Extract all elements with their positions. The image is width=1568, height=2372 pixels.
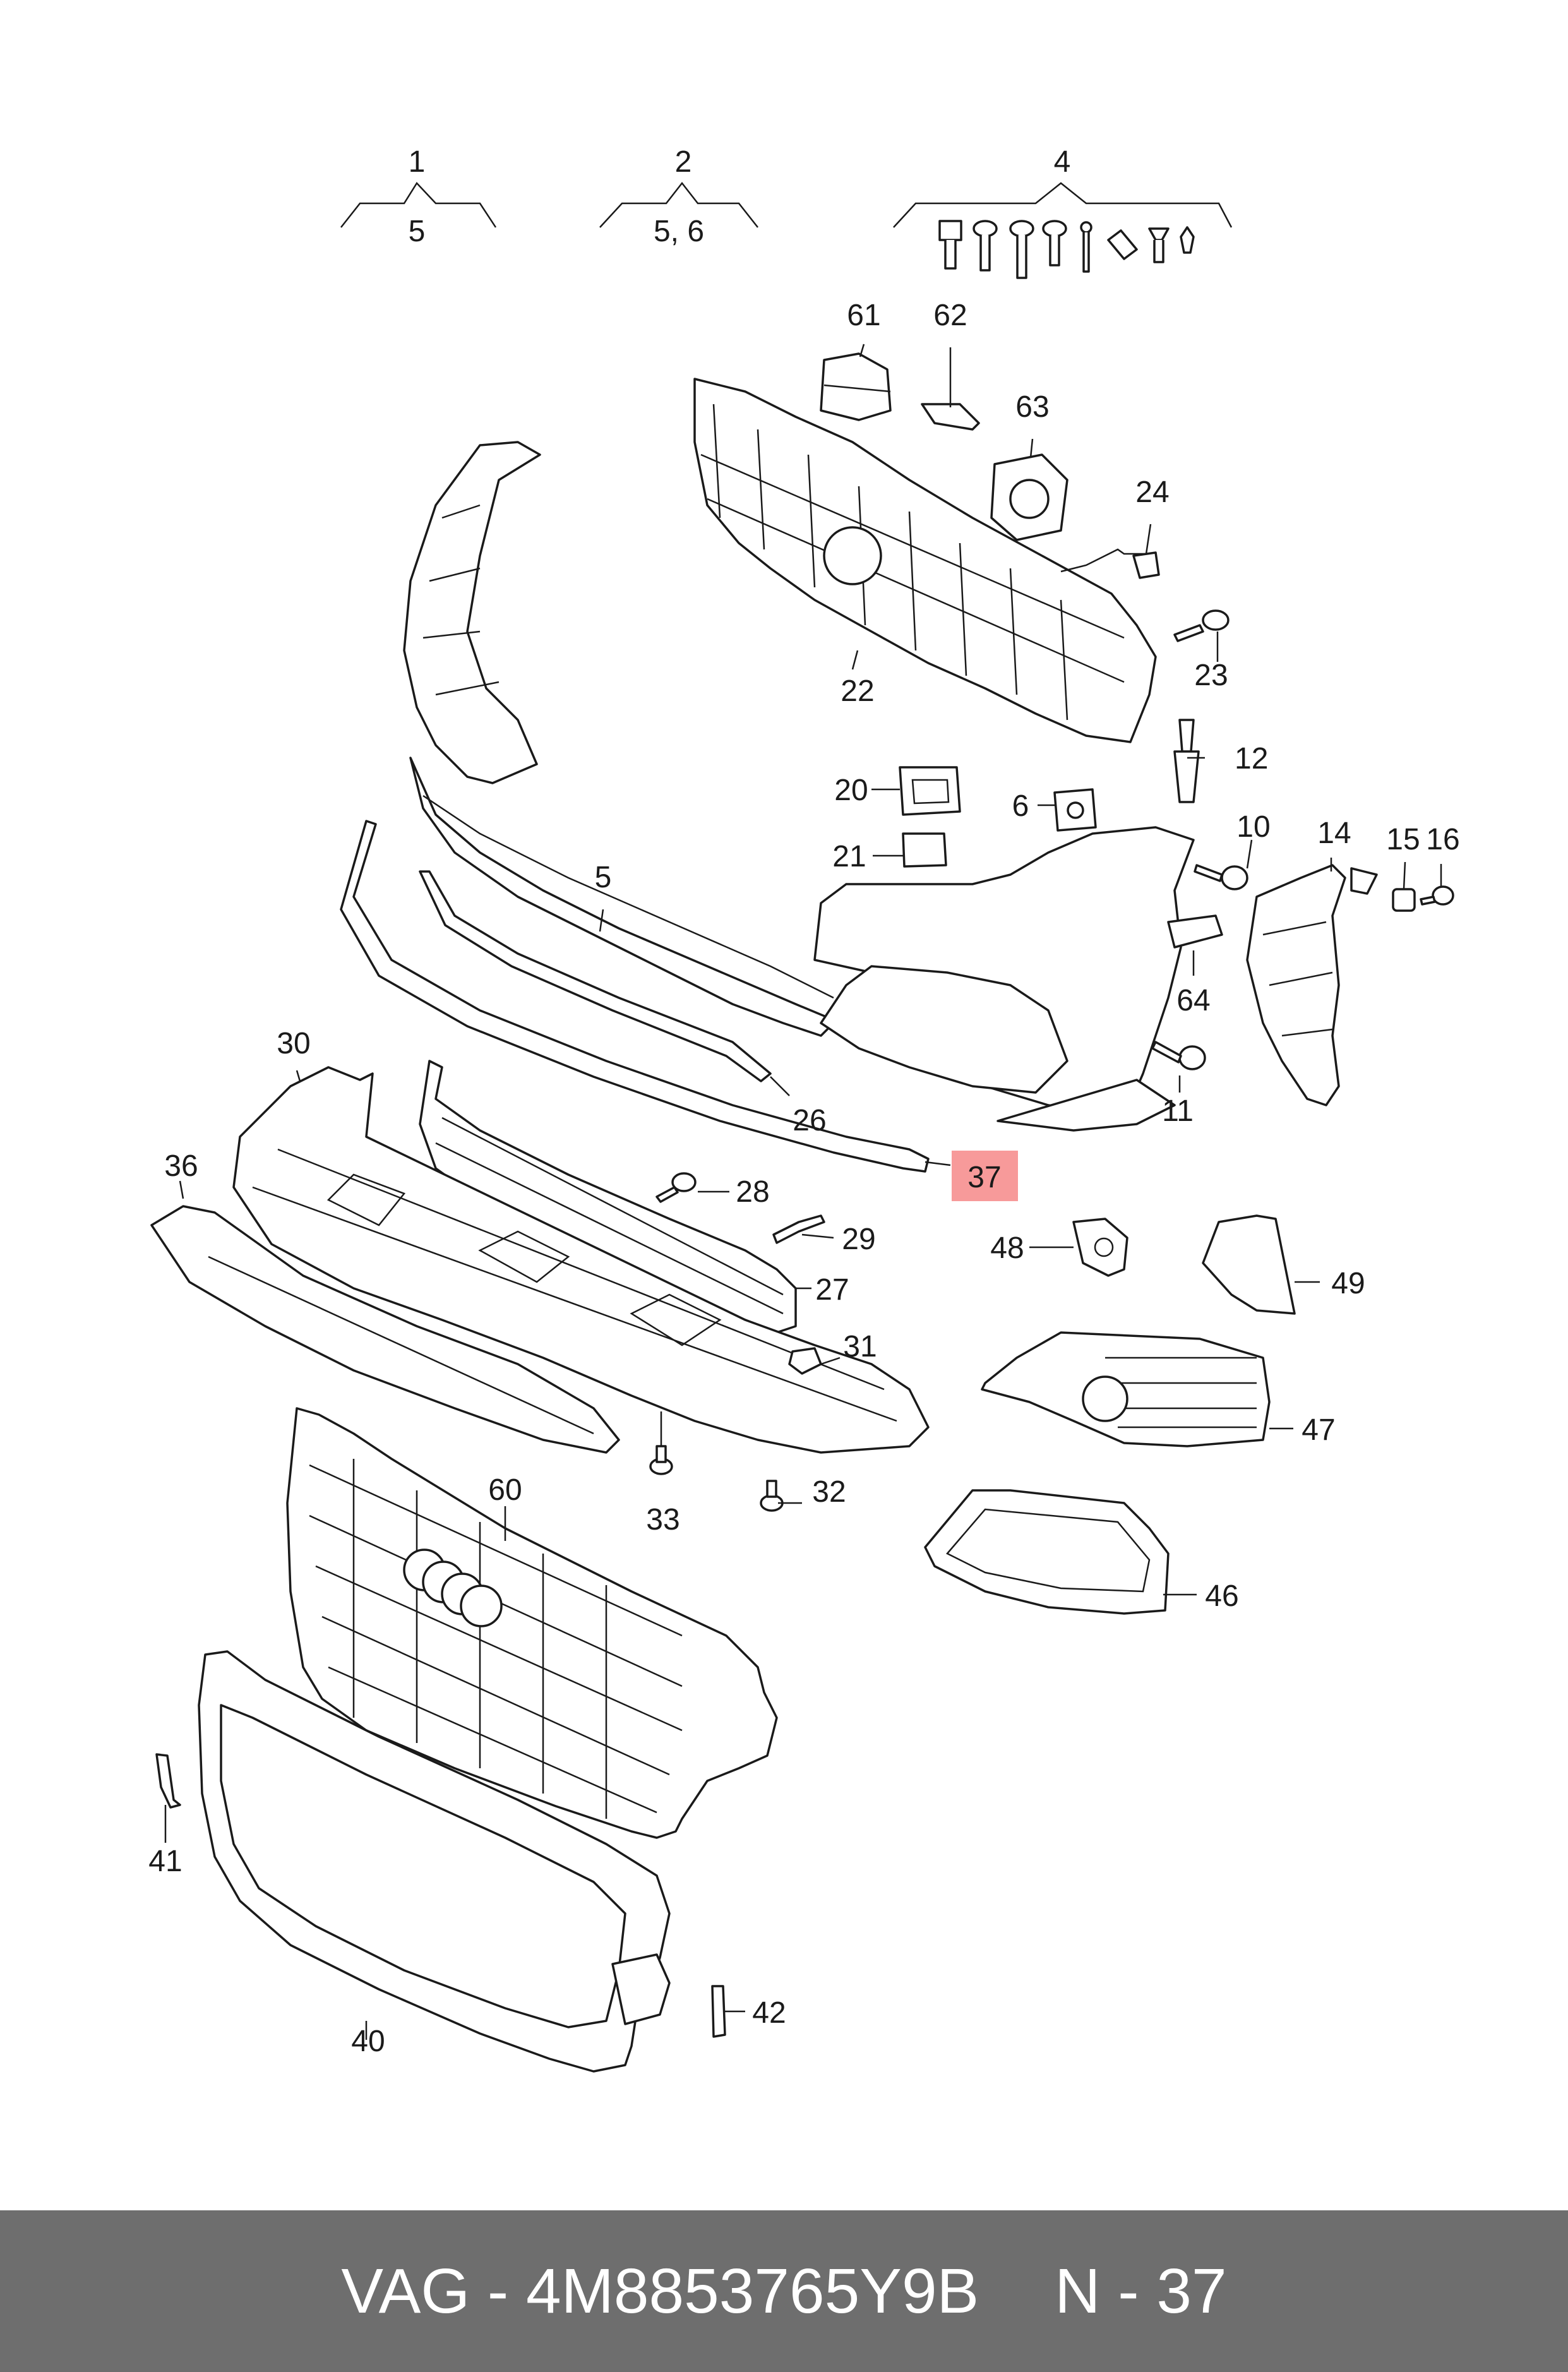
callout-64: 64 xyxy=(1176,984,1210,1017)
bracket-part-14 xyxy=(1246,864,1378,1106)
nut-part-15 xyxy=(1392,888,1416,912)
callout-36: 36 xyxy=(164,1149,198,1183)
clip-part-31 xyxy=(788,1347,822,1375)
callout-30: 30 xyxy=(277,1027,310,1060)
callout-11: 11 xyxy=(1162,1094,1194,1128)
callout-1: 1 xyxy=(409,145,426,179)
callout-47: 47 xyxy=(1302,1413,1335,1447)
plate-part-21 xyxy=(902,832,947,868)
callout-49: 49 xyxy=(1331,1267,1365,1300)
trim-strip-part-26 xyxy=(419,870,772,1082)
callout-6: 6 xyxy=(1012,789,1029,823)
callout-12: 12 xyxy=(1235,742,1268,776)
bumper-cover-part-5 xyxy=(409,757,1195,1132)
trim-part-42 xyxy=(711,1985,726,2038)
screw-part-11 xyxy=(1151,1041,1206,1070)
screw-part-32 xyxy=(760,1480,784,1512)
screw-part-23 xyxy=(1173,609,1230,642)
sensor-part-64 xyxy=(1167,914,1223,949)
callout-33: 33 xyxy=(646,1503,679,1536)
callout-29: 29 xyxy=(842,1223,875,1256)
callout-10: 10 xyxy=(1236,810,1270,844)
callout-16: 16 xyxy=(1426,823,1459,856)
callout-24: 24 xyxy=(1135,476,1169,509)
callout-60: 60 xyxy=(488,1473,522,1507)
callout-37-highlight xyxy=(952,1151,1018,1201)
plate-part-20 xyxy=(899,766,961,816)
screw-part-28 xyxy=(655,1172,697,1203)
callout-5: 5 xyxy=(595,861,612,894)
fastener-set-icon xyxy=(938,220,1195,279)
group-brackets xyxy=(340,181,1233,228)
callout-4: 4 xyxy=(1054,145,1071,179)
callout-37: 37 xyxy=(967,1161,1001,1194)
leader-lines xyxy=(164,344,1442,2040)
bracket-part-62 xyxy=(921,403,980,431)
four-rings-logo xyxy=(403,1548,503,1627)
screw-part-10 xyxy=(1194,864,1248,890)
screw-part-33 xyxy=(649,1445,673,1475)
part-number-footer: VAG - 4M8853765Y9B N - 37 xyxy=(0,2210,1568,2372)
callout-27: 27 xyxy=(815,1273,849,1307)
part-number: VAG - 4M8853765Y9B xyxy=(341,2255,979,2327)
callout-14: 14 xyxy=(1317,817,1351,850)
callout-28: 28 xyxy=(736,1175,769,1209)
upper-carrier-part-22 xyxy=(693,378,1157,743)
trim-strip-part-37 xyxy=(340,820,930,1173)
sensor-module-part-61 xyxy=(820,352,892,421)
callout-20: 20 xyxy=(834,774,868,807)
parts-diagram: 1 5 2 5, 6 4 xyxy=(148,145,1460,2073)
callout-23: 23 xyxy=(1194,659,1228,692)
callout-62: 62 xyxy=(933,299,967,332)
bumper-side-trim xyxy=(403,441,541,784)
fog-grille-part-47 xyxy=(981,1331,1271,1447)
radar-sensor-part-63 xyxy=(990,453,1068,541)
diagram-reference: N - 37 xyxy=(1055,2255,1227,2327)
callout-5-group: 5 xyxy=(409,215,426,248)
clip-part-24 xyxy=(1132,551,1160,579)
callout-46: 46 xyxy=(1205,1579,1238,1613)
pin-part-12 xyxy=(1173,719,1200,803)
callout-48: 48 xyxy=(990,1231,1024,1265)
callout-22: 22 xyxy=(841,674,874,708)
fog-frame-part-46 xyxy=(924,1489,1170,1615)
callout-61: 61 xyxy=(847,299,880,332)
callout-26: 26 xyxy=(793,1104,826,1137)
callout-42: 42 xyxy=(752,1996,786,2030)
main-grille-part-60 xyxy=(286,1407,778,1839)
screw-part-16 xyxy=(1420,885,1454,906)
cover-part-49 xyxy=(1202,1214,1296,1315)
callout-63: 63 xyxy=(1015,390,1049,424)
callout-40: 40 xyxy=(351,2025,385,2058)
callout-32: 32 xyxy=(812,1475,846,1509)
grille-frame-part-40 xyxy=(198,1650,671,2073)
clip-part-6 xyxy=(1053,788,1097,832)
pin-part-29 xyxy=(772,1214,825,1244)
trim-part-41 xyxy=(155,1753,181,1809)
callout-5-6-group: 5, 6 xyxy=(654,215,704,248)
callout-2: 2 xyxy=(675,145,692,179)
callout-21: 21 xyxy=(832,840,866,873)
lower-spoiler-part-36 xyxy=(150,1205,620,1454)
callout-15: 15 xyxy=(1386,823,1420,856)
callout-41: 41 xyxy=(148,1845,182,1878)
callout-31: 31 xyxy=(843,1330,877,1363)
bracket-part-48 xyxy=(1072,1218,1128,1277)
lower-carrier-part-30 xyxy=(232,1066,930,1454)
